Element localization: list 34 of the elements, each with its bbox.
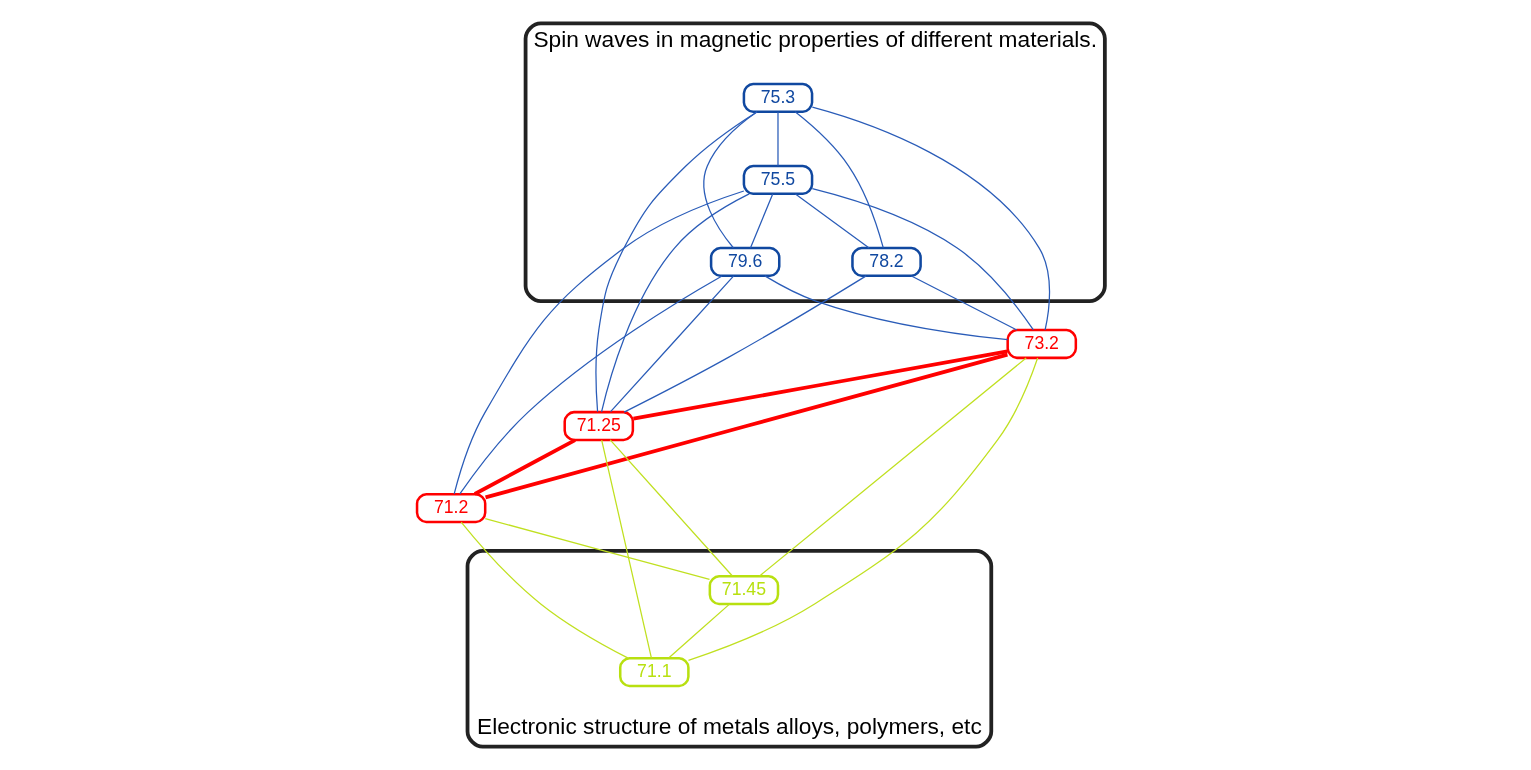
connector — [776, 111, 779, 167]
connector — [794, 193, 870, 249]
connector — [702, 111, 758, 249]
connector — [687, 357, 1038, 661]
node-box: 78.2 — [850, 246, 922, 278]
connector — [609, 275, 734, 413]
connector — [623, 275, 867, 413]
connector — [460, 521, 629, 659]
connector — [484, 352, 1008, 500]
node-box: 75.5 — [742, 164, 813, 196]
node-box: 75.3 — [742, 82, 813, 114]
node-box: 71.2 — [415, 492, 486, 524]
connector — [811, 188, 1034, 331]
connector — [749, 193, 773, 249]
node-box: 73.2 — [1005, 328, 1077, 360]
connector — [632, 349, 1008, 421]
connector — [910, 275, 1017, 331]
connector — [794, 111, 884, 249]
node-box: 71.45 — [708, 574, 779, 606]
connector — [594, 111, 757, 413]
connector — [667, 603, 730, 659]
node-box: 71.25 — [562, 410, 634, 442]
connector — [453, 190, 744, 495]
connector — [758, 357, 1027, 577]
connector — [600, 439, 652, 659]
connector — [763, 275, 1008, 341]
connector — [473, 438, 576, 496]
connector — [609, 439, 733, 577]
connector — [600, 193, 750, 413]
node-box: 79.6 — [709, 246, 780, 278]
node-box: 71.1 — [618, 656, 690, 688]
connector — [484, 517, 710, 581]
connector — [458, 275, 723, 495]
connector — [811, 106, 1050, 331]
